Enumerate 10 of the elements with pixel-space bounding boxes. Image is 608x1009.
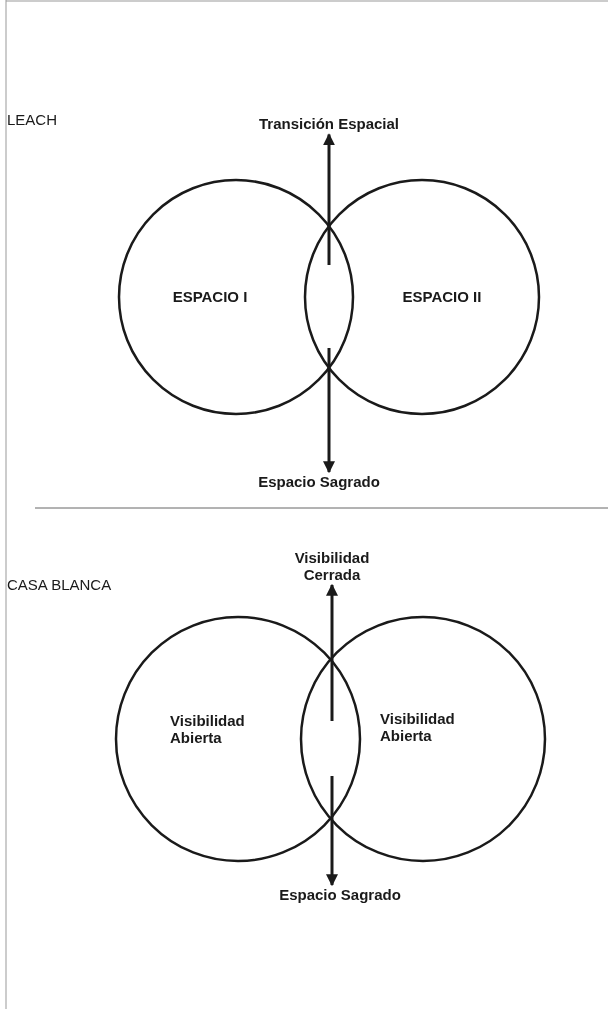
section-title: LEACH: [7, 111, 58, 128]
circle-label: ESPACIO I: [172, 288, 248, 306]
section-title: CASA BLANCA: [7, 576, 112, 593]
circle-label: Visibilidad Abierta: [170, 713, 246, 746]
circle-label: Visibilidad Abierta: [380, 711, 456, 744]
text-label: Visibilidad Cerrada: [287, 550, 377, 583]
text-label: Transición Espacial: [258, 116, 400, 133]
circle-label: ESPACIO II: [402, 288, 482, 306]
text-label: Espacio Sagrado: [258, 474, 380, 491]
text-label: Espacio Sagrado: [279, 887, 401, 904]
